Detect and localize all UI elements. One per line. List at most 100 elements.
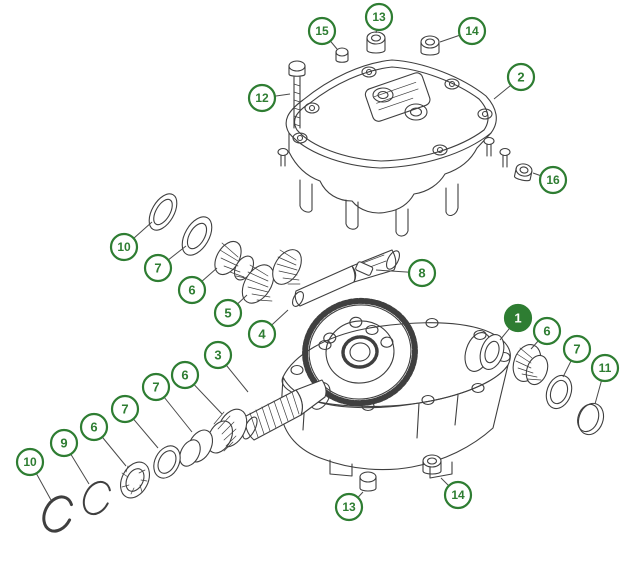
callout-number: 1: [514, 311, 521, 326]
cover-label-plate: [364, 72, 431, 122]
callout-2[interactable]: 2: [493, 62, 536, 100]
bolt-12-drawing: [288, 60, 306, 129]
callout-circle: [506, 62, 536, 92]
callout-7[interactable]: 7: [143, 245, 187, 283]
cone-7-drawing: [179, 429, 214, 467]
callout-circle: [110, 394, 140, 424]
callout-6[interactable]: 6: [79, 412, 127, 467]
callout-number: 7: [573, 342, 580, 357]
callout-6[interactable]: 6: [530, 316, 562, 350]
callout-6[interactable]: 6: [177, 267, 218, 305]
cap-11-drawing: [577, 402, 605, 436]
snap-ring-10-drawing: [42, 495, 74, 533]
plug-14-bottom-drawing: [422, 454, 442, 475]
callout-number: 3: [214, 348, 221, 363]
callout-12[interactable]: 12: [247, 83, 291, 113]
callout-5[interactable]: 5: [213, 294, 248, 328]
callout-number: 4: [258, 327, 266, 342]
plug-14-top-drawing: [420, 35, 440, 56]
callout-circle: [503, 303, 533, 333]
callout-circle: [141, 372, 171, 402]
callout-circle: [15, 447, 45, 477]
callout-16[interactable]: 16: [532, 165, 568, 195]
cover-drawing: [285, 59, 497, 237]
bevel-gear-pair-5-drawing: [241, 249, 302, 304]
callout-number: 6: [90, 420, 97, 435]
callout-number: 14: [451, 488, 465, 502]
callout-circle: [307, 16, 337, 46]
callout-number: 6: [188, 283, 195, 298]
cap-13-top-drawing: [366, 31, 386, 54]
shaft-4-drawing: [291, 249, 400, 307]
callout-11[interactable]: 11: [590, 353, 620, 405]
callout-number: 13: [372, 10, 386, 24]
callout-circle: [79, 412, 109, 442]
callout-circle: [109, 232, 139, 262]
callout-circle: [562, 334, 592, 364]
callout-circle: [443, 480, 473, 510]
ring-gear-drawing: [302, 297, 418, 407]
bearing-6-outer-drawing: [120, 461, 150, 499]
splined-shaft-3-drawing: [242, 379, 327, 441]
callout-10[interactable]: 10: [109, 221, 153, 262]
callout-number: 13: [342, 500, 356, 514]
callout-number: 5: [224, 306, 231, 321]
cup-7-right-drawing: [545, 374, 573, 410]
callout-14[interactable]: 14: [439, 16, 487, 46]
callout-10[interactable]: 10: [15, 447, 52, 501]
callout-circle: [170, 360, 200, 390]
bearing-quill-drawing: [464, 332, 505, 372]
callout-circle: [457, 16, 487, 46]
callout-7[interactable]: 7: [141, 372, 193, 433]
callout-number: 7: [121, 402, 128, 417]
callout-circle: [143, 253, 173, 283]
callout-circle: [49, 428, 79, 458]
callout-13[interactable]: 13: [364, 2, 394, 34]
housing-drawing: [280, 297, 511, 479]
callout-15[interactable]: 15: [307, 16, 338, 50]
callout-number: 16: [546, 173, 560, 187]
callout-8[interactable]: 8: [375, 258, 437, 288]
output-shaft-chain-drawing: [42, 379, 327, 533]
callout-number: 6: [181, 368, 188, 383]
callout-9[interactable]: 9: [49, 428, 90, 485]
plug-13-bottom-drawing: [359, 471, 377, 492]
callout-4[interactable]: 4: [247, 309, 289, 349]
bearing-6-right-drawing: [512, 344, 549, 386]
cup-7-drawing: [153, 445, 181, 479]
callout-circle: [203, 340, 233, 370]
callout-13[interactable]: 13: [334, 491, 364, 522]
callout-circle: [532, 316, 562, 346]
callout-number: 7: [152, 380, 159, 395]
callout-14[interactable]: 14: [440, 477, 473, 510]
callout-7[interactable]: 7: [562, 334, 592, 378]
input-bearing-chain-drawing: [512, 344, 605, 436]
bearing-6-inner-drawing: [206, 408, 248, 454]
callout-circle: [213, 298, 243, 328]
callout-3[interactable]: 3: [203, 340, 249, 393]
callout-circle: [364, 2, 394, 32]
callout-number: 10: [23, 455, 37, 469]
callout-6[interactable]: 6: [170, 360, 223, 415]
bearing-7-drawing: [181, 216, 213, 256]
callout-number: 8: [418, 266, 425, 281]
callout-number: 2: [517, 70, 524, 85]
plug-16-drawing: [513, 163, 533, 182]
callout-circle: [334, 492, 364, 522]
callout-circle: [590, 353, 620, 383]
callout-circle: [247, 83, 277, 113]
callout-1[interactable]: 1: [499, 303, 533, 341]
callout-circle: [247, 319, 277, 349]
bottom-plugs-drawing: [359, 454, 442, 492]
retaining-ring-9-drawing: [82, 480, 112, 516]
cover-small-bolts-drawing: [277, 136, 511, 168]
seal-10-drawing: [148, 193, 178, 231]
callout-number: 15: [315, 24, 329, 38]
key-8-drawing: [355, 261, 374, 276]
callout-number: 10: [117, 240, 131, 254]
callout-7[interactable]: 7: [110, 394, 159, 449]
plug-15-drawing: [335, 47, 349, 63]
